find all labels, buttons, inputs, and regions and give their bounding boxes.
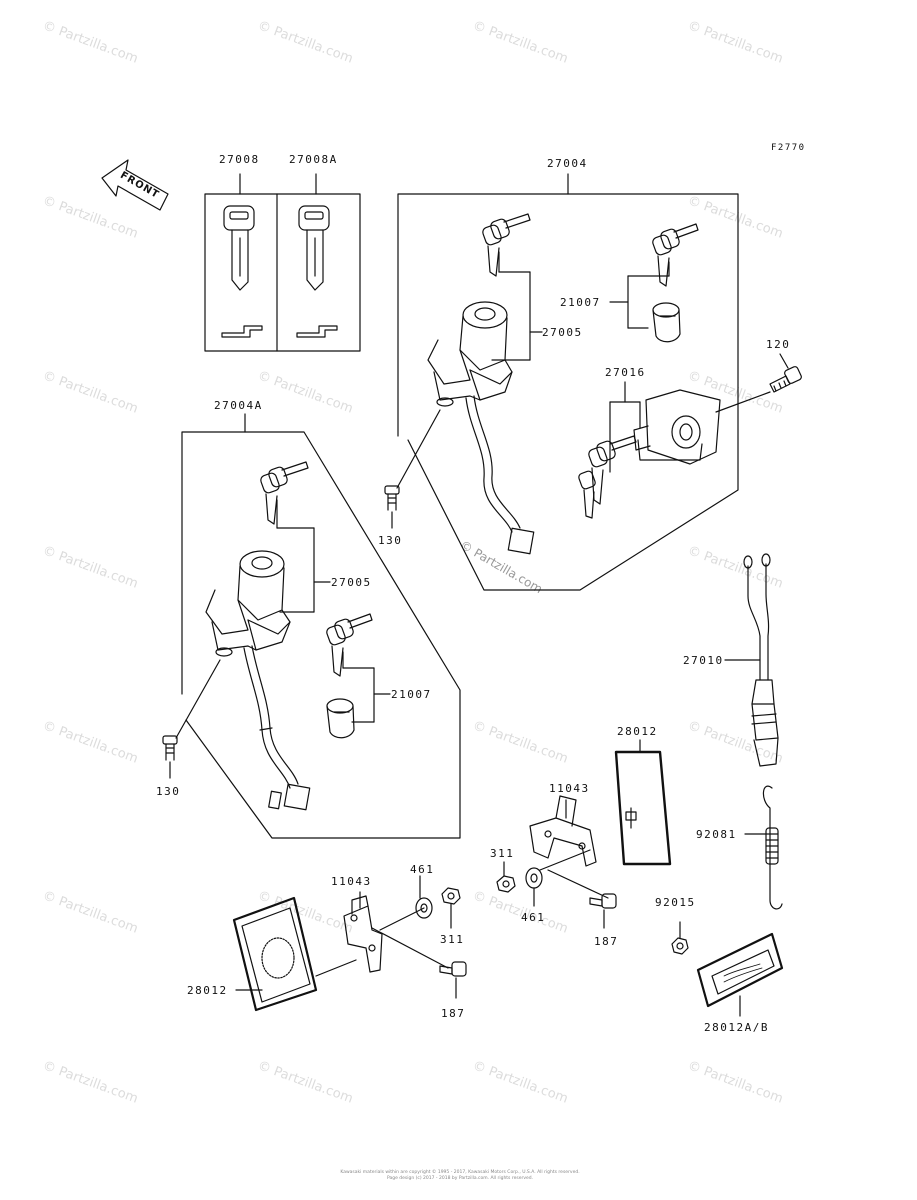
reflector-28012ab [696,932,784,1017]
bolt-130-upper [384,485,400,529]
bracket-11043-right [529,795,609,899]
part-label-11043-right: 11043 [549,782,590,795]
figure-code: F2770 [771,143,806,153]
part-label-27005-lower: 27005 [331,576,372,589]
part-label-461-right: 461 [521,911,546,924]
stop-switch [724,553,779,767]
lower-key-lock-cap [326,613,391,739]
nut-311-left [441,887,461,929]
part-label-28012ab: 28012A/B [704,1021,769,1034]
bolt-120 [769,353,802,393]
part-label-28012-right: 28012 [617,725,658,738]
key-blank-box [204,173,361,352]
upper-switch-keys [482,213,543,361]
part-label-28012-left: 28012 [187,984,228,997]
ignition-set-a-border [181,413,461,839]
washer-461-left [415,875,433,919]
bolt-187-right [589,893,617,929]
ignition-set-border [397,173,739,591]
washer-461-right [525,867,543,907]
reflector-28012-right [614,739,672,866]
upper-key-lock-cap [609,223,699,343]
lower-ignition-switch [175,550,311,811]
copyright-line-2: Page design (c) 2017 - 2018 by Partzilla… [386,1176,534,1181]
part-label-27010: 27010 [683,654,724,667]
upper-ignition-switch [396,301,535,555]
seat-lock [578,381,771,519]
part-label-27008a: 27008A [289,153,338,166]
part-label-92015: 92015 [655,896,696,909]
part-label-120: 120 [766,338,791,351]
spring-92081 [744,785,783,910]
part-label-461-left: 461 [410,863,435,876]
part-label-187-right: 187 [594,935,619,948]
front-arrow-icon [101,159,169,211]
part-label-21007-lower: 21007 [391,688,432,701]
part-label-311-right: 311 [490,847,515,860]
part-label-27008: 27008 [219,153,260,166]
copyright-notice: Kawasaki materials within are copyright … [330,1170,590,1182]
nut-92015 [671,921,689,955]
bracket-11043-left [315,891,449,977]
part-label-11043-left: 11043 [331,875,372,888]
bolt-187-left [439,961,467,999]
part-label-27004a: 27004A [214,399,263,412]
part-label-21007-upper: 21007 [560,296,601,309]
part-label-311-left: 311 [440,933,465,946]
lower-switch-keys [260,461,331,613]
bolt-130-lower [162,735,178,779]
part-label-27016: 27016 [605,366,646,379]
copyright-line-1: Kawasaki materials within are copyright … [340,1170,580,1175]
part-label-130-lower: 130 [156,785,181,798]
part-label-130-upper: 130 [378,534,403,547]
part-label-27005-upper: 27005 [542,326,583,339]
nut-311-right [496,861,516,893]
part-label-27004: 27004 [547,157,588,170]
part-label-92081: 92081 [696,828,737,841]
reflector-28012-left [232,896,318,1012]
part-label-187-left: 187 [441,1007,466,1020]
